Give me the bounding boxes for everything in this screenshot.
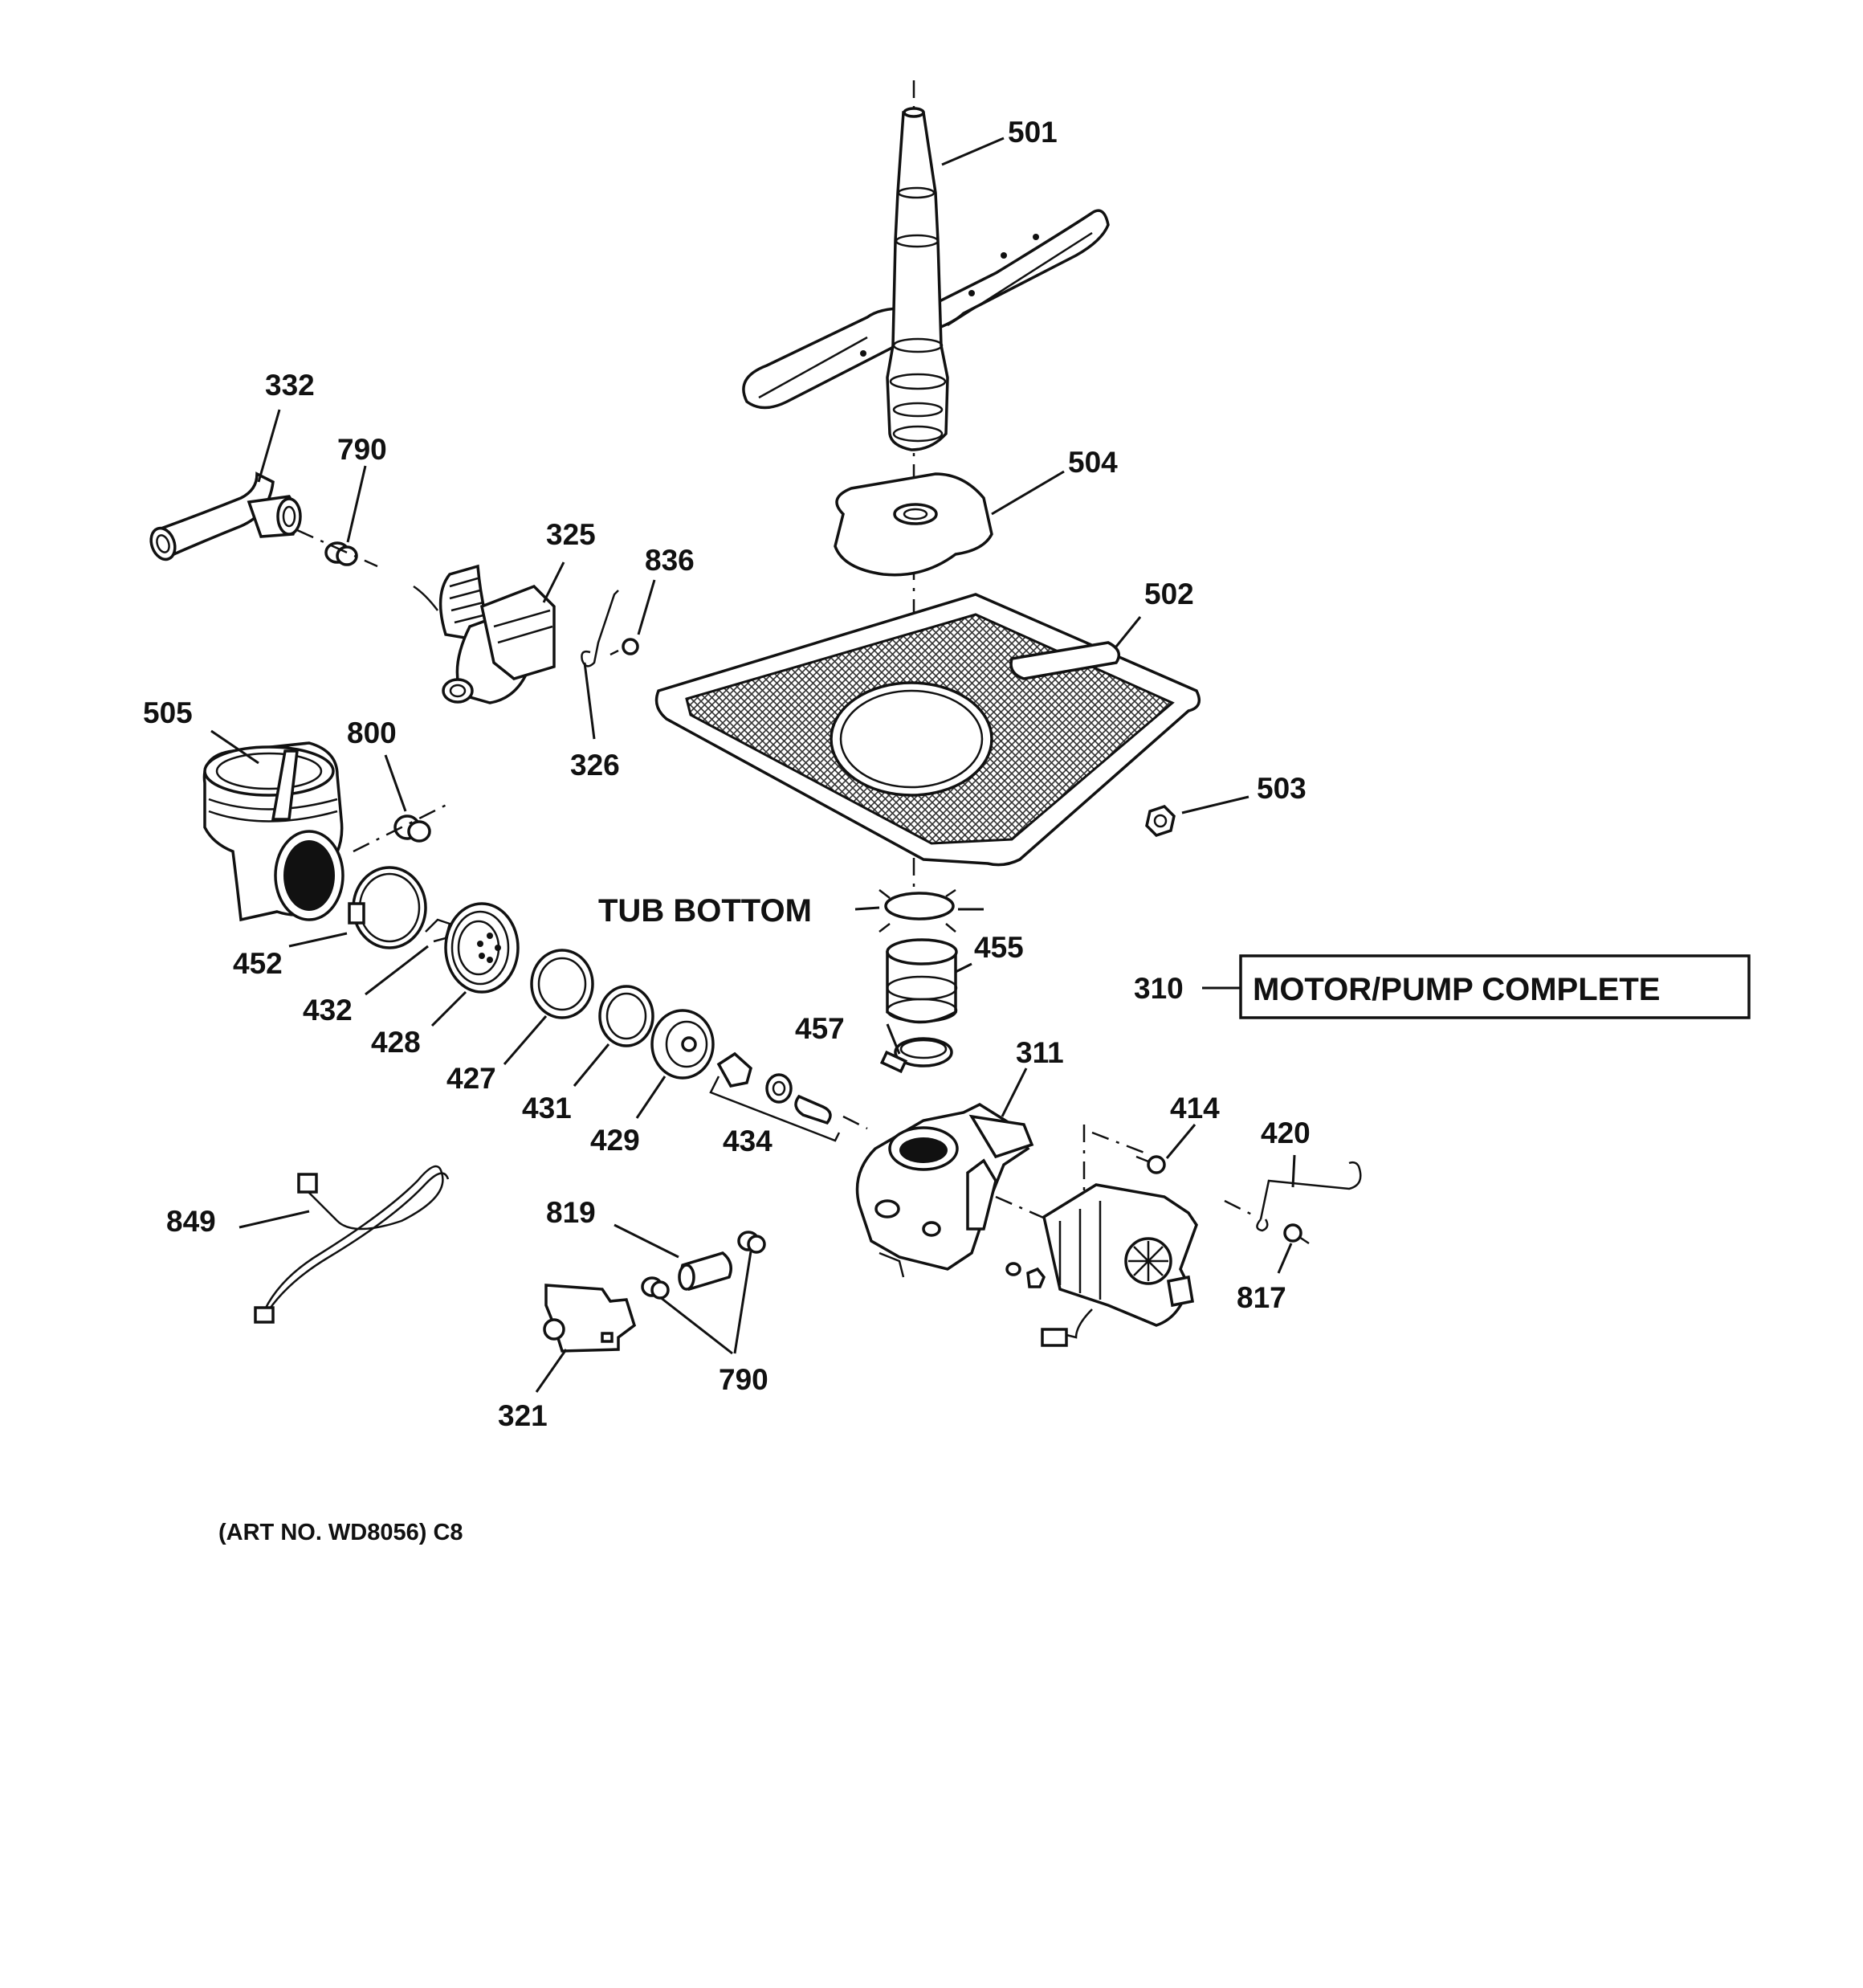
label-432: 432 bbox=[303, 994, 353, 1027]
label-790-upper: 790 bbox=[337, 433, 387, 466]
part-455-seal bbox=[884, 892, 958, 1024]
label-414: 414 bbox=[1170, 1092, 1220, 1125]
label-325: 325 bbox=[546, 518, 596, 551]
motor-pump-complete-box bbox=[1239, 954, 1751, 1019]
label-310: 310 bbox=[1134, 972, 1184, 1005]
part-819-tube bbox=[678, 1251, 732, 1291]
label-504: 504 bbox=[1068, 446, 1118, 479]
part-432-clip bbox=[425, 918, 451, 943]
label-502: 502 bbox=[1144, 578, 1194, 610]
label-505: 505 bbox=[143, 696, 193, 729]
label-790-lower: 790 bbox=[719, 1363, 768, 1396]
part-452-clamp-ring bbox=[348, 866, 427, 949]
label-819: 819 bbox=[546, 1196, 596, 1229]
label-836: 836 bbox=[645, 544, 695, 577]
part-326-spring bbox=[581, 590, 619, 667]
motor-pump-complete-label: MOTOR/PUMP COMPLETE bbox=[1253, 972, 1660, 1007]
part-420-rod bbox=[1256, 1161, 1362, 1232]
label-332: 332 bbox=[265, 369, 315, 402]
motor-axis-line bbox=[995, 1195, 1061, 1227]
label-429: 429 bbox=[590, 1124, 640, 1157]
label-817: 817 bbox=[1237, 1281, 1286, 1314]
part-321-bracket bbox=[543, 1284, 637, 1353]
part-504-cover bbox=[834, 472, 993, 577]
label-503: 503 bbox=[1257, 772, 1307, 805]
label-420: 420 bbox=[1261, 1116, 1311, 1149]
label-800: 800 bbox=[347, 716, 397, 749]
tub-bottom-label: TUB BOTTOM bbox=[598, 893, 812, 929]
label-431: 431 bbox=[522, 1092, 572, 1125]
part-310-motor bbox=[1005, 1183, 1198, 1347]
part-311-pump-housing bbox=[855, 1102, 1034, 1278]
label-434: 434 bbox=[723, 1125, 773, 1157]
part-836-screw bbox=[609, 638, 639, 656]
label-321: 321 bbox=[498, 1399, 548, 1432]
part-501-spray-arm bbox=[742, 107, 1110, 451]
shaft-axis-line bbox=[842, 1115, 868, 1130]
label-428: 428 bbox=[371, 1026, 421, 1059]
part-429-impeller-housing bbox=[650, 1009, 715, 1080]
art-number-note: (ART NO. WD8056) C8 bbox=[218, 1520, 463, 1545]
label-457: 457 bbox=[795, 1012, 845, 1045]
label-427: 427 bbox=[446, 1062, 496, 1095]
part-457-clamp bbox=[879, 1037, 953, 1074]
part-414-screw bbox=[1135, 1155, 1166, 1174]
label-501: 501 bbox=[1008, 116, 1058, 149]
label-452: 452 bbox=[233, 947, 283, 980]
part-505-sump-housing bbox=[202, 741, 344, 922]
part-332-hose bbox=[149, 471, 302, 561]
rod-axis-line bbox=[1224, 1199, 1258, 1219]
part-427-ring bbox=[530, 949, 594, 1019]
part-849-wire-harness bbox=[254, 1165, 450, 1324]
sump-axis-line bbox=[353, 802, 450, 853]
label-849: 849 bbox=[166, 1205, 216, 1238]
leader-lines bbox=[210, 137, 1296, 1393]
label-455: 455 bbox=[974, 931, 1024, 964]
part-800-clamp bbox=[393, 814, 431, 843]
part-502-filter-screen bbox=[654, 593, 1201, 867]
label-311: 311 bbox=[1016, 1036, 1064, 1069]
part-428-impeller bbox=[444, 902, 520, 994]
part-503-nut bbox=[1145, 804, 1176, 838]
part-817-screw bbox=[1283, 1223, 1310, 1245]
label-326: 326 bbox=[570, 749, 620, 782]
part-790-hose-clamps-lower bbox=[641, 1231, 766, 1300]
part-325-valve bbox=[438, 564, 556, 704]
part-431-seal bbox=[598, 985, 654, 1047]
hose-axis-line bbox=[296, 529, 378, 568]
valve-wire bbox=[413, 585, 438, 611]
screw-414-axis-line bbox=[1091, 1131, 1145, 1154]
part-434-shaft-kit bbox=[709, 1051, 841, 1142]
